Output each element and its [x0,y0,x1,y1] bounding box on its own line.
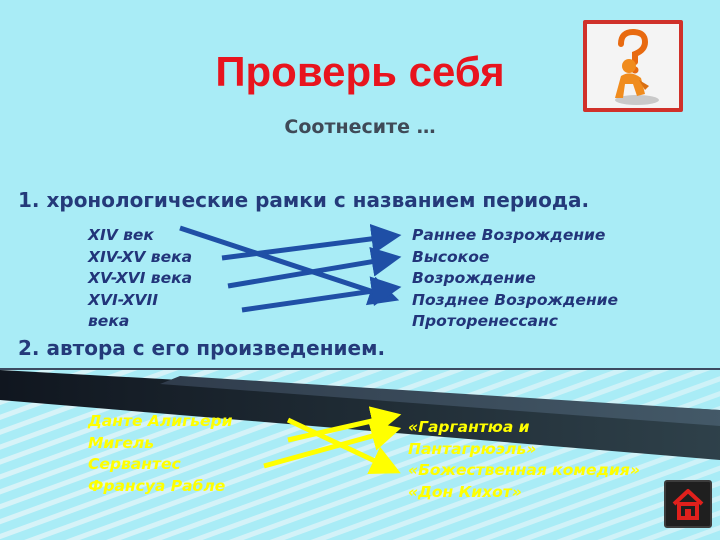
century-item: XIV-XV века [88,247,193,266]
slide-title: Проверь себя [215,48,505,95]
work-item: «Гаргантюа и [408,418,530,436]
home-icon [672,489,704,520]
thinking-figure-icon [615,28,659,105]
arrow-blue-1 [179,225,400,306]
authors-list: Данте Алигьери Мигель Сервантес Франсуа … [88,411,232,497]
question-figure-icon [583,20,683,112]
arrow-blue-4 [241,276,402,313]
centuries-list: XIV век XIV-XV века XV-XVI века XVI-XVII… [88,225,192,333]
periods-list: Раннее Возрождение Высокое Возрождение П… [412,225,618,333]
task-1-text: 1. хронологические рамки с названием пер… [18,188,590,212]
arrow-blue-2 [221,223,402,261]
period-item: Высокое [412,247,490,266]
arrow-yellow-2 [263,421,402,469]
period-item: Проторенессанс [412,312,558,330]
period-item: Позднее Возрождение [412,290,619,309]
century-item: XV-XVI века [88,269,193,287]
arrow-blue-3 [227,246,402,289]
century-item: XIV век [88,226,154,244]
century-item: XVI-XVII [88,290,159,309]
home-button[interactable] [664,480,712,528]
task-2-text: 2. автора с его произведением. [18,336,386,360]
period-item: Раннее Возрождение [412,226,606,244]
author-item: Мигель [88,433,155,452]
author-item: Франсуа Рабле [88,476,226,495]
arrow-yellow-3 [287,406,402,443]
author-item: Данте Алигьери [88,412,233,430]
century-item: века [88,312,130,330]
slide-subtitle: Соотнесите … [284,116,436,138]
work-item: Пантагрюэль» [408,439,537,458]
author-item: Сервантес [88,455,181,473]
works-list: «Гаргантюа и Пантагрюэль» «Божественная … [408,417,640,503]
work-item: «Божественная комедия» [408,461,640,479]
period-item: Возрождение [412,269,536,287]
divider-line [0,368,720,370]
work-item: «Дон Кихот» [408,482,522,501]
